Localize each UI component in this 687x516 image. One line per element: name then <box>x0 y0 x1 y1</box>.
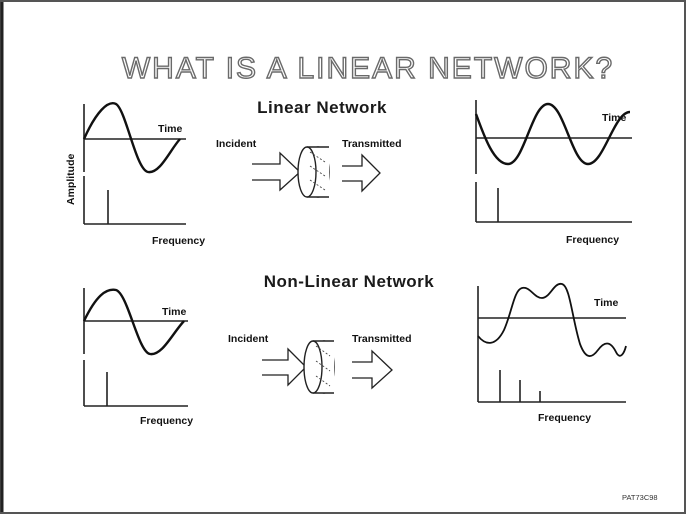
nonlinear-transmitted-label: Transmitted <box>352 333 412 345</box>
linear-input-frequency-label: Frequency <box>152 235 205 247</box>
nonlinear-input-sine-wave <box>82 288 185 356</box>
linear-network-device <box>297 146 330 198</box>
linear-device-coil <box>309 151 326 191</box>
linear-output-frequency-label: Frequency <box>566 234 619 246</box>
nonlinear-incident-label: Incident <box>228 333 269 345</box>
linear-output-sine-wave <box>474 102 631 166</box>
linear-device-front <box>297 146 317 198</box>
nonlinear-input-time-label: Time <box>162 306 186 318</box>
nonlinear-network-heading: Non-Linear Network <box>264 272 435 291</box>
linear-transmitted-label: Transmitted <box>342 138 402 150</box>
nonlinear-output-frequency-label: Frequency <box>538 412 591 424</box>
linear-network-heading: Linear Network <box>257 98 387 117</box>
linear-output-frequency-plot: Frequency <box>475 182 632 246</box>
amplitude-axis-label: Amplitude <box>65 154 77 205</box>
linear-input-time-label: Time <box>158 123 182 135</box>
nonlinear-network-device <box>303 340 335 394</box>
linear-input-sine-wave <box>82 102 181 174</box>
nonlinear-input-time-plot: Time <box>82 288 188 356</box>
nonlinear-transmitted-arrow <box>352 349 393 390</box>
nonlinear-device-front <box>303 340 323 394</box>
linear-output-time-plot: Time <box>474 100 632 174</box>
nonlinear-input-frequency-plot: Frequency <box>83 360 193 427</box>
nonlinear-output-frequency-plot: Frequency <box>477 362 626 424</box>
slide-title: WHAT IS A LINEAR NETWORK? <box>122 52 614 85</box>
linear-output-time-label: Time <box>602 112 626 124</box>
linear-transmitted-arrow <box>342 153 381 193</box>
nonlinear-input-frequency-label: Frequency <box>140 415 193 427</box>
nonlinear-device-coil <box>315 345 331 387</box>
footer-code: PAT73C98 <box>622 493 658 502</box>
linear-incident-label: Incident <box>216 138 257 150</box>
linear-input-frequency-plot: Frequency <box>83 176 205 247</box>
nonlinear-output-distorted-wave <box>477 283 627 357</box>
nonlinear-output-time-label: Time <box>594 297 618 309</box>
nonlinear-output-time-plot: Time <box>477 283 627 362</box>
linear-input-time-plot: Time <box>82 102 186 174</box>
